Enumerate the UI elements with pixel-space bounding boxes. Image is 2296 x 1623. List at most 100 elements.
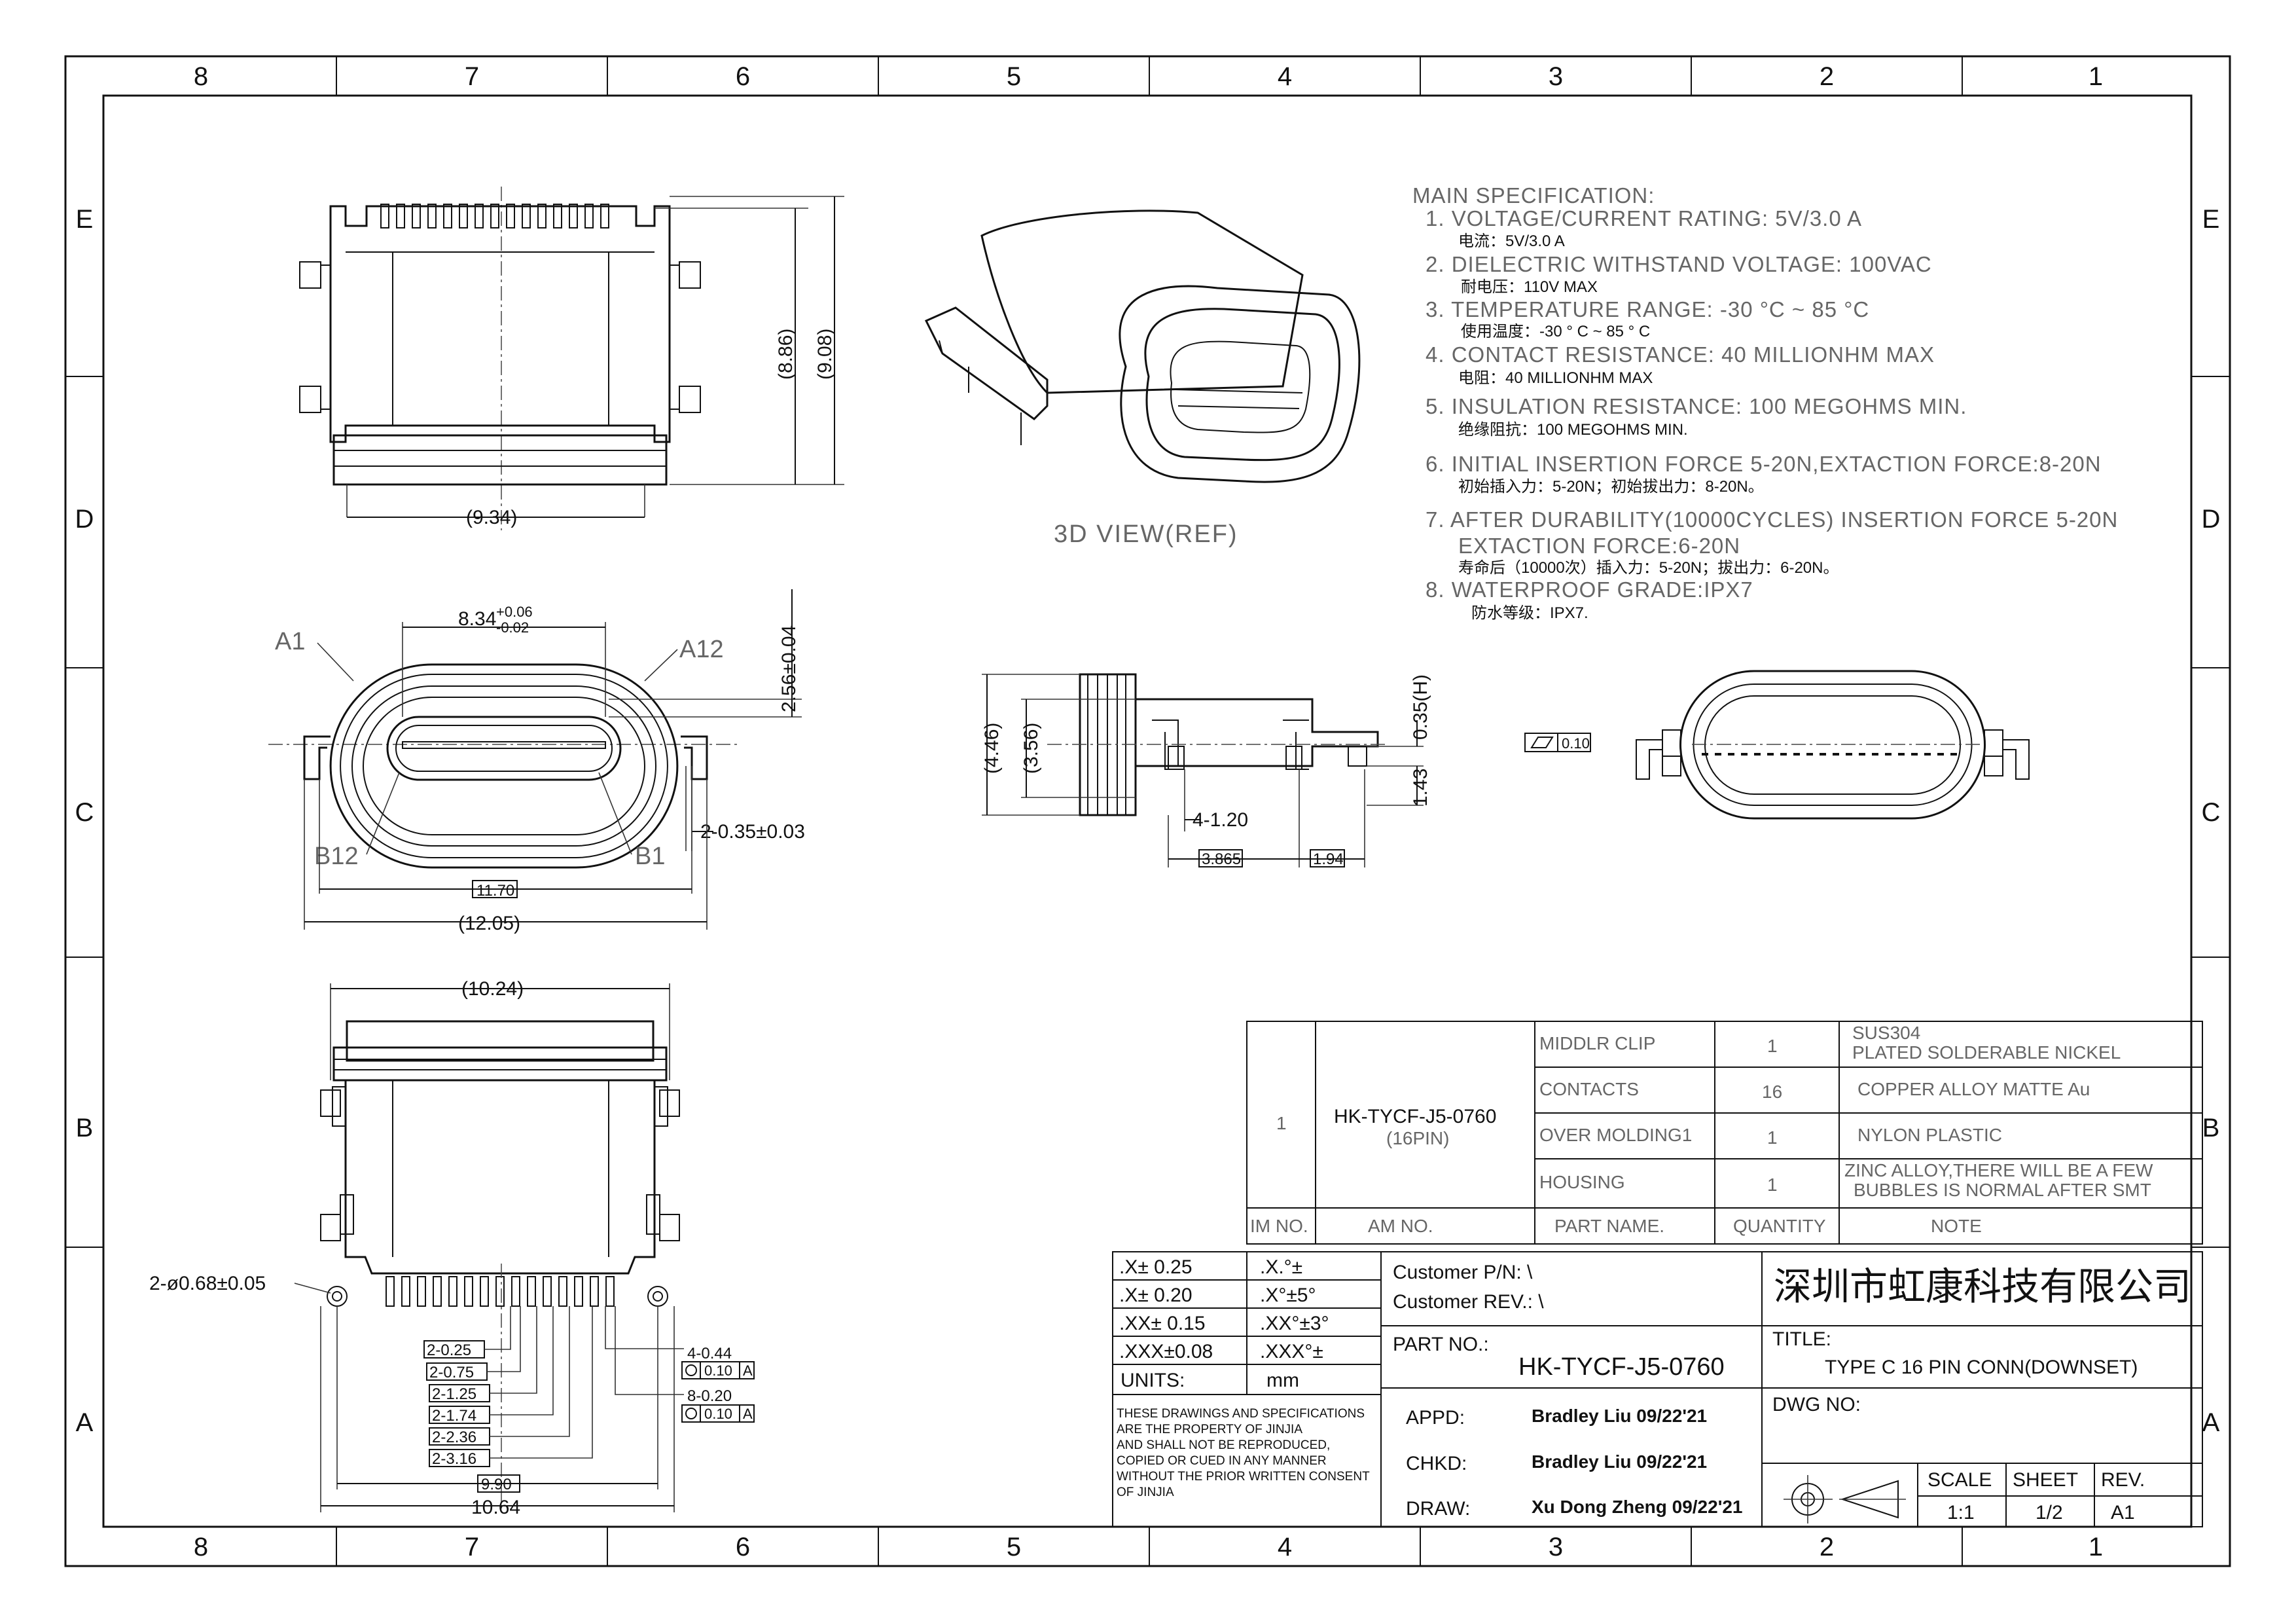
sheet-value: 1/2 [2036, 1502, 2063, 1523]
tolerance-cell: .X± 0.25 [1119, 1256, 1193, 1278]
col-label: 8 [194, 62, 208, 91]
row-label: D [75, 505, 94, 534]
dim-label: 1.43 [1410, 769, 1431, 807]
bom-part-name: CONTACTS [1539, 1079, 1639, 1099]
chkd-label: CHKD: [1406, 1453, 1467, 1474]
dim-label: 2-ø0.68±0.05 [149, 1273, 266, 1294]
spec-item-cn: 使用温度：-30 ° C ~ 85 ° C [1461, 323, 1650, 340]
spec-item: 2. DIELECTRIC WITHSTAND VOLTAGE: 100VAC [1426, 252, 1932, 276]
col-label: 4 [1278, 1533, 1292, 1561]
chkd-value: Bradley Liu 09/22'21 [1532, 1451, 1707, 1472]
dim-label: 3.865 [1202, 850, 1241, 868]
part-no: HK-TYCF-J5-0760 [1518, 1353, 1725, 1381]
bom-header: QUANTITY [1733, 1216, 1826, 1236]
dim-label: (9.08) [814, 329, 836, 380]
bom-quantity: 1 [1767, 1127, 1778, 1148]
bom-note: COPPER ALLOY MATTE Au [1857, 1079, 2090, 1099]
notice-line: THESE DRAWINGS AND SPECIFICATIONS [1117, 1407, 1365, 1421]
dim-label: (9.34) [466, 507, 517, 528]
gdt-callouts: 4-0.44 0.10 A 8-0.20 0.10 A [605, 1306, 755, 1423]
row-label: D [2202, 505, 2221, 534]
dim-label: (4.46) [981, 723, 1003, 774]
bom-header: NOTE [1931, 1216, 1982, 1236]
view3d-label: 3D VIEW(REF) [1054, 520, 1238, 548]
flatness-view: 0.10 [1524, 670, 2030, 820]
tolerance-table: .X± 0.25 .X.°± .X± 0.20 .X°±5° .XX± 0.15… [1112, 1251, 1382, 1527]
gdt-datum: A [743, 1362, 753, 1379]
rev-value: A1 [2111, 1502, 2135, 1523]
bom-note: SUS304 [1852, 1023, 1920, 1043]
notice-line: AND SHALL NOT BE REPRODUCED, [1117, 1438, 1330, 1452]
dim-label: (10.24) [461, 978, 524, 1000]
spec-item: 3. TEMPERATURE RANGE: -30 °C ~ 85 °C [1426, 297, 1869, 321]
col-label: 7 [465, 1533, 479, 1561]
draw-value: Xu Dong Zheng 09/22'21 [1532, 1497, 1743, 1517]
bom-am-number: HK-TYCF-J5-0760 [1334, 1106, 1496, 1127]
scale-label: SCALE [1928, 1469, 1992, 1491]
row-label: B [2202, 1114, 2220, 1142]
spec-item: EXTACTION FORCE:6-20N [1458, 534, 1740, 558]
row-label: A [2202, 1408, 2220, 1437]
bom-am-sub: (16PIN) [1386, 1128, 1449, 1148]
bom-quantity: 1 [1767, 1175, 1778, 1195]
dim-label: 2-2.36 [432, 1429, 476, 1446]
gdt-tolerance: 0.10 [704, 1362, 732, 1379]
col-label: 2 [1820, 1533, 1834, 1561]
tolerance-cell: .XX°±3° [1260, 1313, 1329, 1334]
bom-note: ZINC ALLOY,THERE WILL BE A FEW [1844, 1160, 2153, 1180]
spec-item: 4. CONTACT RESISTANCE: 40 MILLIONHM MAX [1426, 342, 1935, 367]
gdt-datum: A [743, 1406, 753, 1422]
dim-label: 2-3.16 [432, 1450, 476, 1468]
col-label: 8 [194, 1533, 208, 1561]
bom-quantity: 1 [1767, 1036, 1778, 1056]
spec-item-cn: 耐电压：110V MAX [1461, 278, 1598, 296]
row-label: E [76, 205, 94, 234]
view-3d: 3D VIEW(REF) [924, 210, 1361, 548]
gdt-tolerance: 0.10 [704, 1406, 732, 1422]
spec-heading: MAIN SPECIFICATION: [1412, 183, 1655, 208]
bom-item-number: 1 [1276, 1113, 1287, 1133]
tolerance-cell: .XXX±0.08 [1119, 1341, 1213, 1362]
rev-label: REV. [2101, 1469, 2145, 1491]
dim-label: 1.94 [1313, 850, 1344, 868]
main-specification: MAIN SPECIFICATION: 1. VOLTAGE/CURRENT R… [1412, 183, 2118, 622]
col-label: 2 [1820, 62, 1834, 91]
tolerance-cell: .X°±5° [1260, 1285, 1316, 1306]
col-label: 4 [1278, 62, 1292, 91]
customer-pn: Customer P/N: \ [1393, 1262, 1533, 1283]
bom-part-name: HOUSING [1539, 1172, 1625, 1192]
bom-part-name: MIDDLR CLIP [1539, 1033, 1655, 1053]
projection-symbol-icon [1784, 1475, 1906, 1523]
scale-value: 1:1 [1947, 1502, 1975, 1523]
pitch-dims: 2-0.25 2-0.75 2-1.25 2-1.74 2-2.36 2-3.1… [423, 1306, 593, 1468]
customer-rev: Customer REV.: \ [1393, 1291, 1544, 1313]
flatness-tolerance: 0.10 [1562, 735, 1590, 752]
row-label: C [75, 798, 94, 827]
spec-item-cn: 初始插入力：5-20N；初始拔出力：8-20N。 [1458, 478, 1764, 496]
pin-label: A12 [679, 636, 724, 663]
bom-header: IM NO. [1250, 1216, 1308, 1236]
dim-label: 2-1.25 [432, 1385, 476, 1403]
dim-label: 2.56±0.04 [778, 625, 800, 712]
dim-label: 8-0.20 [687, 1387, 732, 1405]
row-label: A [76, 1408, 94, 1437]
tolerance-cell: .X± 0.20 [1119, 1285, 1193, 1306]
tolerance-cell: .X.°± [1260, 1256, 1302, 1278]
sheet-label: SHEET [2013, 1469, 2078, 1491]
dim-label: 10.64 [471, 1497, 520, 1518]
bom-note: BUBBLES IS NORMAL AFTER SMT [1854, 1180, 2151, 1200]
notice-line: COPIED OR CUED IN ANY MANNER [1117, 1454, 1327, 1468]
spec-item-cn: 绝缘阻抗：100 MEGOHMS MIN. [1458, 421, 1688, 439]
spec-item: 7. AFTER DURABILITY(10000CYCLES) INSERTI… [1426, 507, 2118, 532]
tolerance-cell: UNITS: [1121, 1370, 1185, 1391]
col-label: 5 [1007, 62, 1021, 91]
dim-label: (12.05) [458, 913, 520, 934]
title-label: TITLE: [1772, 1328, 1831, 1350]
company-name: 深圳市虹康科技有限公司 [1774, 1266, 2191, 1308]
title-value: TYPE C 16 PIN CONN(DOWNSET) [1825, 1357, 2138, 1378]
dim-label: 2-0.35±0.03 [700, 821, 805, 843]
dim-label: 2-1.74 [432, 1407, 476, 1425]
col-label: 3 [1549, 1533, 1563, 1561]
dim-label: 9.90 [481, 1476, 512, 1493]
